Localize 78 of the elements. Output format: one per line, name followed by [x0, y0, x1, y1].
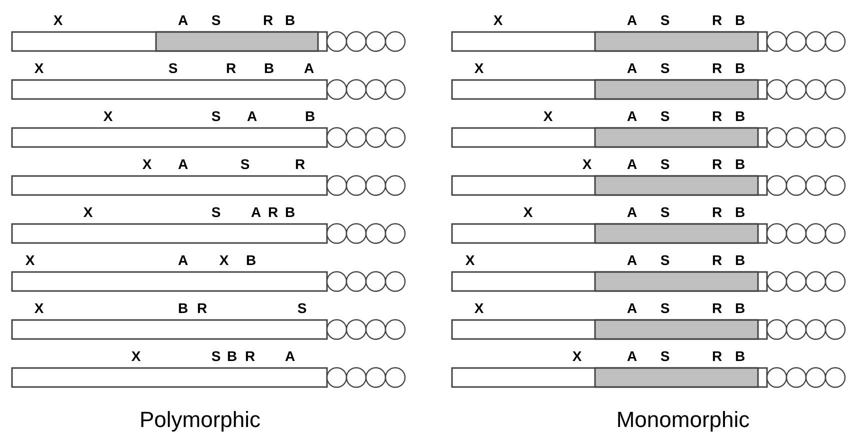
site-letter: R [226, 61, 236, 75]
site-letter: X [53, 13, 63, 27]
site-letter: R [712, 13, 722, 27]
site-letter: X [582, 157, 592, 171]
site-letter: S [660, 205, 670, 219]
site-letter: A [250, 205, 262, 219]
site-letter: B [284, 13, 296, 27]
site-letter: X [474, 61, 484, 75]
site-letter: S [660, 61, 670, 75]
site-letter: A [626, 13, 638, 27]
site-letter: B [734, 205, 746, 219]
site-letter: S [660, 253, 670, 267]
site-letter: B [734, 109, 746, 123]
site-letter: B [734, 157, 746, 171]
site-letter: R [712, 253, 722, 267]
site-letter: S [660, 13, 670, 27]
site-letter: X [543, 109, 553, 123]
site-letter: B [734, 13, 746, 27]
site-letter: B [226, 349, 238, 363]
site-letter: X [131, 349, 141, 363]
site-letter: A [178, 13, 188, 27]
site-letter: R [712, 109, 722, 123]
site-letter: S [660, 349, 670, 363]
site-letter: R [712, 205, 722, 219]
site-letter: R [268, 205, 278, 219]
site-letter: A [626, 205, 638, 219]
site-letter: B [734, 349, 746, 363]
site-letter: R [294, 157, 306, 171]
site-letter: B [246, 253, 256, 267]
site-letter: X [25, 253, 35, 267]
site-letter: X [465, 253, 475, 267]
site-letter: X [103, 109, 113, 123]
site-letter: X [83, 205, 93, 219]
site-letter: S [211, 109, 221, 123]
site-letter: B [304, 109, 316, 123]
site-letter: B [734, 61, 746, 75]
site-letter: X [34, 61, 44, 75]
site-letter: R [712, 157, 722, 171]
site-letter: X [474, 301, 484, 315]
site-letter: S [297, 301, 307, 315]
site-letter: X [34, 301, 44, 315]
panel-caption: Monomorphic [616, 409, 750, 431]
site-letter: X [572, 349, 582, 363]
site-letter: R [262, 13, 274, 27]
site-letter: A [626, 157, 638, 171]
site-letter: S [168, 61, 178, 75]
site-letter: B [264, 61, 274, 75]
site-letter: S [211, 349, 221, 363]
site-letter: X [493, 13, 503, 27]
site-letter: A [626, 109, 638, 123]
site-letter: X [142, 157, 152, 171]
site-letter: S [660, 301, 670, 315]
site-letter: B [178, 301, 188, 315]
site-letter: B [734, 301, 746, 315]
site-letter: R [196, 301, 208, 315]
site-letter: X [523, 205, 533, 219]
site-letter: S [211, 13, 221, 27]
site-letter: R [244, 349, 256, 363]
site-letter: S [211, 205, 221, 219]
site-letter: A [626, 301, 638, 315]
site-letter: S [660, 157, 670, 171]
site-letter: A [626, 61, 638, 75]
site-letter: R [712, 349, 722, 363]
site-letter: A [246, 109, 258, 123]
site-letter: R [712, 61, 722, 75]
site-letter: A [178, 253, 188, 267]
panel-caption: Polymorphic [139, 409, 261, 431]
site-letter: B [284, 205, 296, 219]
site-letter: A [626, 253, 638, 267]
site-letter: A [304, 61, 314, 75]
site-letter: A [284, 349, 296, 363]
site-letter: R [712, 301, 722, 315]
site-letter: S [660, 109, 670, 123]
site-letter: B [734, 253, 746, 267]
site-letter: A [626, 349, 638, 363]
site-letter: S [240, 157, 250, 171]
site-letter: X [219, 253, 229, 267]
site-letter: A [178, 157, 188, 171]
